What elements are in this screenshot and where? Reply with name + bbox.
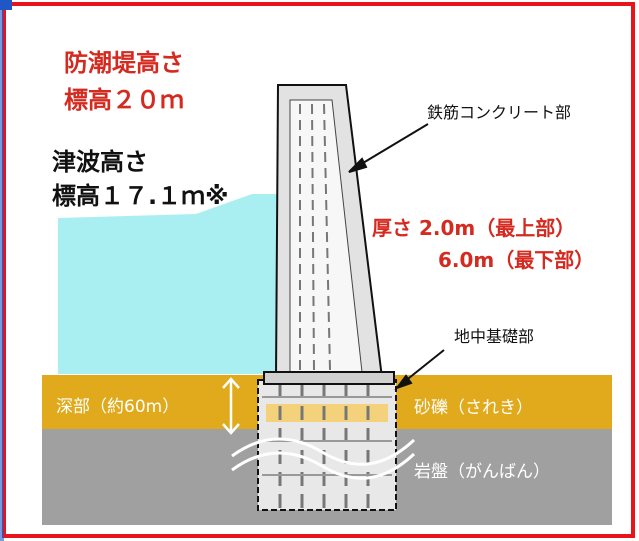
tsunami-height-title: 津波高さ	[52, 148, 148, 176]
gravel-label: 砂礫（されき）	[414, 398, 533, 418]
frame-corner-mark	[0, 0, 12, 10]
cut-wave-lines	[231, 437, 416, 480]
concrete-wall	[263, 84, 395, 385]
seawall-height-value: 標高２０ｍ	[64, 86, 184, 114]
seawall-height-title: 防潮堤高さ	[64, 49, 184, 77]
foundation	[257, 379, 397, 511]
thickness-bottom: 6.0m（最下部）	[438, 248, 595, 272]
depth-arrow	[222, 377, 240, 435]
concrete-part-label: 鉄筋コンクリート部	[427, 103, 572, 122]
depth-label: 深部（約60m）	[56, 397, 180, 417]
tsunami-height-value: 標高１７.１ｍ※	[52, 182, 229, 210]
foundation-part-label: 地中基礎部	[454, 327, 535, 346]
leader-lines	[348, 123, 445, 391]
bedrock-label: 岩盤（がんばん）	[414, 462, 550, 482]
sea-area	[58, 194, 288, 374]
frame-left-strip	[0, 0, 4, 541]
thickness-top: 厚さ 2.0m（最上部）	[372, 216, 576, 240]
